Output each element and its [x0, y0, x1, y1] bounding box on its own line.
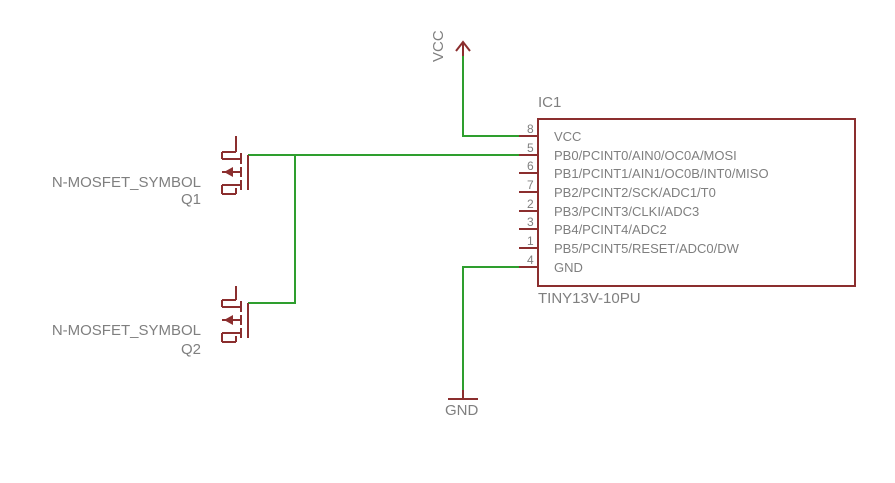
pin-number: 8	[527, 122, 534, 136]
pin-name: PB5/PCINT5/RESET/ADC0/DW	[554, 241, 740, 256]
wires	[248, 55, 519, 398]
pin-number: 3	[527, 215, 534, 229]
gnd-label: GND	[445, 402, 479, 419]
mosfet-symbol-icon	[221, 286, 249, 343]
ic1-pin-row[interactable]: 1 PB5/PCINT5/RESET/ADC0/DW	[519, 234, 740, 256]
gnd-supply[interactable]: GND	[445, 390, 479, 419]
q2-symbol-label: N-MOSFET_SYMBOL	[52, 322, 201, 339]
pin-name: PB2/PCINT2/SCK/ADC1/T0	[554, 185, 716, 200]
vcc-label: VCC	[430, 30, 447, 62]
wire-q2-gate[interactable]	[248, 155, 296, 304]
ic1-pin-row[interactable]: 8 VCC	[519, 122, 581, 144]
ic1-pin-row[interactable]: 3 PB4/PCINT4/ADC2	[519, 215, 667, 237]
ic1-body	[537, 118, 856, 287]
mosfet-q2[interactable]: N-MOSFET_SYMBOL Q2	[52, 286, 249, 358]
q1-symbol-label: N-MOSFET_SYMBOL	[52, 174, 201, 191]
pin-name: PB4/PCINT4/ADC2	[554, 222, 667, 237]
vcc-supply[interactable]: VCC	[430, 30, 471, 62]
wire-gnd[interactable]	[462, 266, 519, 398]
ic1-pin-row[interactable]: 2 PB3/PCINT3/CLKI/ADC3	[519, 197, 699, 219]
ic1-name: IC1	[538, 94, 561, 111]
pin-number: 6	[527, 159, 534, 173]
pin-name: PB1/PCINT1/AIN1/OC0B/INT0/MISO	[554, 166, 769, 181]
pin-number: 1	[527, 234, 534, 248]
wire-vcc[interactable]	[462, 55, 519, 137]
q2-name-label: Q2	[181, 341, 201, 358]
pin-name: VCC	[554, 129, 581, 144]
ic1-pin-row[interactable]: 4 GND	[519, 253, 583, 275]
ic1-pin-row[interactable]: 6 PB1/PCINT1/AIN1/OC0B/INT0/MISO	[519, 159, 769, 181]
pin-name: PB3/PCINT3/CLKI/ADC3	[554, 204, 699, 219]
pin-number: 4	[527, 253, 534, 267]
pin-number: 5	[527, 141, 534, 155]
mosfet-q1[interactable]: N-MOSFET_SYMBOL Q1	[52, 136, 249, 208]
mosfet-symbol-icon	[221, 136, 249, 195]
pin-name: GND	[554, 260, 583, 275]
ic1-pin-row[interactable]: 7 PB2/PCINT2/SCK/ADC1/T0	[519, 178, 716, 200]
pin-name: PB0/PCINT0/AIN0/OC0A/MOSI	[554, 148, 737, 163]
pin-number: 2	[527, 197, 534, 211]
ic1-pin-row[interactable]: 5 PB0/PCINT0/AIN0/OC0A/MOSI	[519, 141, 737, 163]
ic1[interactable]: IC1 TINY13V-10PU 8 VCC 5 PB0/PCINT0/AIN0…	[519, 94, 856, 307]
q1-name-label: Q1	[181, 191, 201, 208]
pin-number: 7	[527, 178, 534, 192]
ic1-value: TINY13V-10PU	[538, 290, 641, 307]
